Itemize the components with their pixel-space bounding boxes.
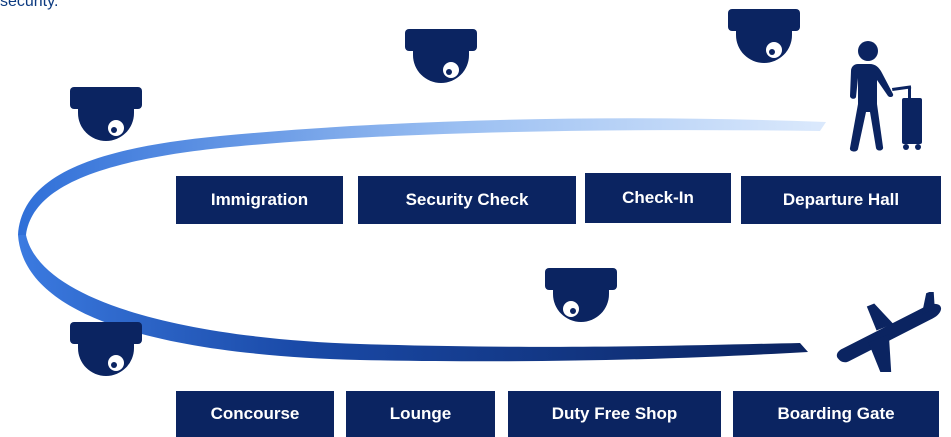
stage-lounge: Lounge <box>346 391 495 437</box>
camera-icon <box>545 268 617 332</box>
caption-text: security. <box>0 0 59 10</box>
camera-icon <box>728 9 800 73</box>
stage-security-check: Security Check <box>358 176 576 224</box>
stage-concourse: Concourse <box>176 391 334 437</box>
traveler-icon <box>846 40 926 157</box>
stage-check-in: Check-In <box>585 173 731 223</box>
stage-departure-hall: Departure Hall <box>741 176 941 224</box>
camera-icon <box>405 29 477 93</box>
camera-icon <box>70 87 142 151</box>
stage-immigration: Immigration <box>176 176 343 224</box>
stage-boarding-gate: Boarding Gate <box>733 391 939 437</box>
camera-icon <box>70 322 142 386</box>
airplane-icon <box>828 290 950 377</box>
stage-duty-free-shop: Duty Free Shop <box>508 391 721 437</box>
